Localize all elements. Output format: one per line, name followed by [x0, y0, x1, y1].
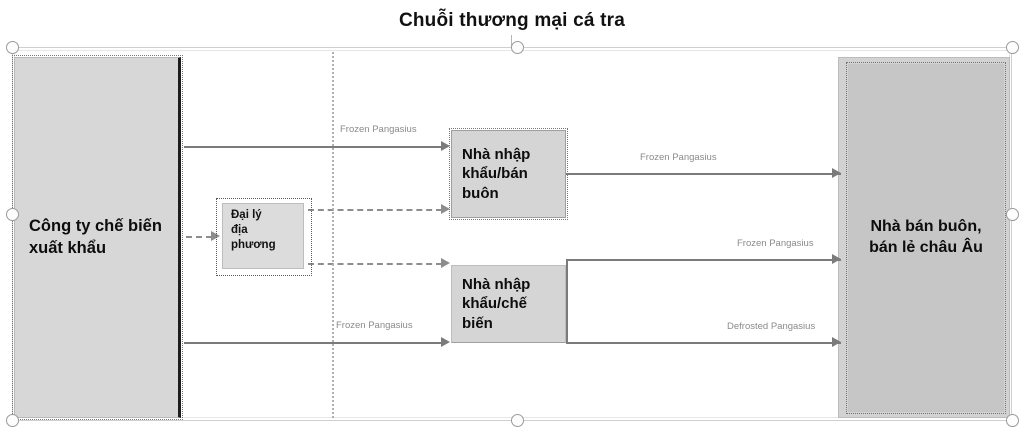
edge-label-importer-processor-to-eu-defrosted: Defrosted Pangasius [727, 321, 816, 332]
resize-handle-bottom-left[interactable] [6, 414, 19, 427]
node-agent-label-line3: phương [231, 239, 276, 252]
edge-agent-to-importer-processor [308, 263, 442, 265]
node-eu-market[interactable]: Nhà bán buôn, bán lẻ châu Âu [848, 64, 1004, 412]
resize-handle-middle-right[interactable] [1006, 208, 1019, 221]
edge-importer-wholesaler-to-eu-arrowhead [832, 168, 841, 178]
edge-importer-wholesaler-to-eu [566, 173, 841, 175]
rotation-stem [511, 35, 512, 47]
edge-exporter-to-importer-wholesaler-arrowhead [441, 141, 450, 151]
edge-exporter-to-agent-arrowhead [211, 231, 220, 241]
resize-handle-top-right[interactable] [1006, 41, 1019, 54]
edge-importer-processor-to-eu-frozen-arrowhead [832, 254, 841, 264]
edge-agent-to-importer-wholesaler [308, 209, 442, 211]
node-importer-processor-label-line1: Nhà nhập [462, 275, 531, 293]
node-importer-wholesaler-selection-outline [449, 128, 568, 220]
edge-label-importer-processor-to-eu-frozen: Frozen Pangasius [737, 238, 814, 249]
edge-agent-to-importer-processor-arrowhead [441, 258, 450, 268]
edge-agent-to-importer-wholesaler-arrowhead [441, 204, 450, 214]
node-importer-wholesaler[interactable]: Nhà nhập khẩu/bán buôn [451, 130, 566, 218]
node-agent-selection-outline [216, 198, 312, 276]
node-importer-wholesaler-label-line1: Nhà nhập [462, 145, 531, 163]
resize-handle-bottom-right[interactable] [1006, 414, 1019, 427]
node-exporter-label-line2: xuất khẩu [29, 238, 107, 257]
edge-exporter-to-importer-wholesaler [184, 146, 442, 148]
resize-handle-top-center[interactable] [511, 41, 524, 54]
edge-label-importer-wholesaler-to-eu: Frozen Pangasius [640, 152, 717, 163]
edge-exporter-to-agent [186, 236, 212, 238]
node-importer-processor-label-line3: biến [462, 314, 493, 332]
edge-exporter-to-importer-processor [184, 342, 442, 344]
node-eu-market-label-line1: Nhà bán buôn, [870, 218, 982, 236]
node-exporter-selection-outline [12, 55, 183, 420]
edge-importer-processor-to-eu-defrosted [566, 342, 841, 344]
edge-label-exporter-to-importer-processor: Frozen Pangasius [336, 320, 413, 331]
node-exporter-label-line1: Công ty chế biến [29, 217, 162, 236]
edge-exporter-to-importer-processor-arrowhead [441, 337, 450, 347]
resize-handle-bottom-center[interactable] [511, 414, 524, 427]
edge-label-exporter-to-importer-wholesaler: Frozen Pangasius [340, 124, 417, 135]
page-title: Chuỗi thương mại cá tra [398, 10, 626, 31]
node-importer-wholesaler-label-line3: buôn [462, 184, 499, 202]
node-agent-label-line2: địa [231, 224, 248, 237]
node-importer-wholesaler-label-line2: khẩu/bán [462, 165, 528, 183]
edge-importer-processor-riser [566, 259, 568, 344]
vertical-guide-line [332, 52, 334, 418]
node-local-agent[interactable]: Đại lý địa phương [222, 203, 304, 269]
resize-handle-middle-left[interactable] [6, 208, 19, 221]
edge-importer-processor-to-eu-frozen [566, 259, 841, 261]
edge-importer-processor-to-eu-defrosted-arrowhead [832, 337, 841, 347]
node-importer-processor-label-line2: khẩu/chế [462, 295, 528, 313]
node-eu-market-label-line2: bán lẻ châu Âu [869, 239, 983, 256]
node-eu-market-selection-outline [846, 62, 1006, 414]
node-agent-label-line1: Đại lý [231, 209, 262, 221]
node-importer-processor[interactable]: Nhà nhập khẩu/chế biến [451, 265, 566, 343]
node-exporter[interactable]: Công ty chế biến xuất khẩu [14, 57, 181, 418]
resize-handle-top-left[interactable] [6, 41, 19, 54]
